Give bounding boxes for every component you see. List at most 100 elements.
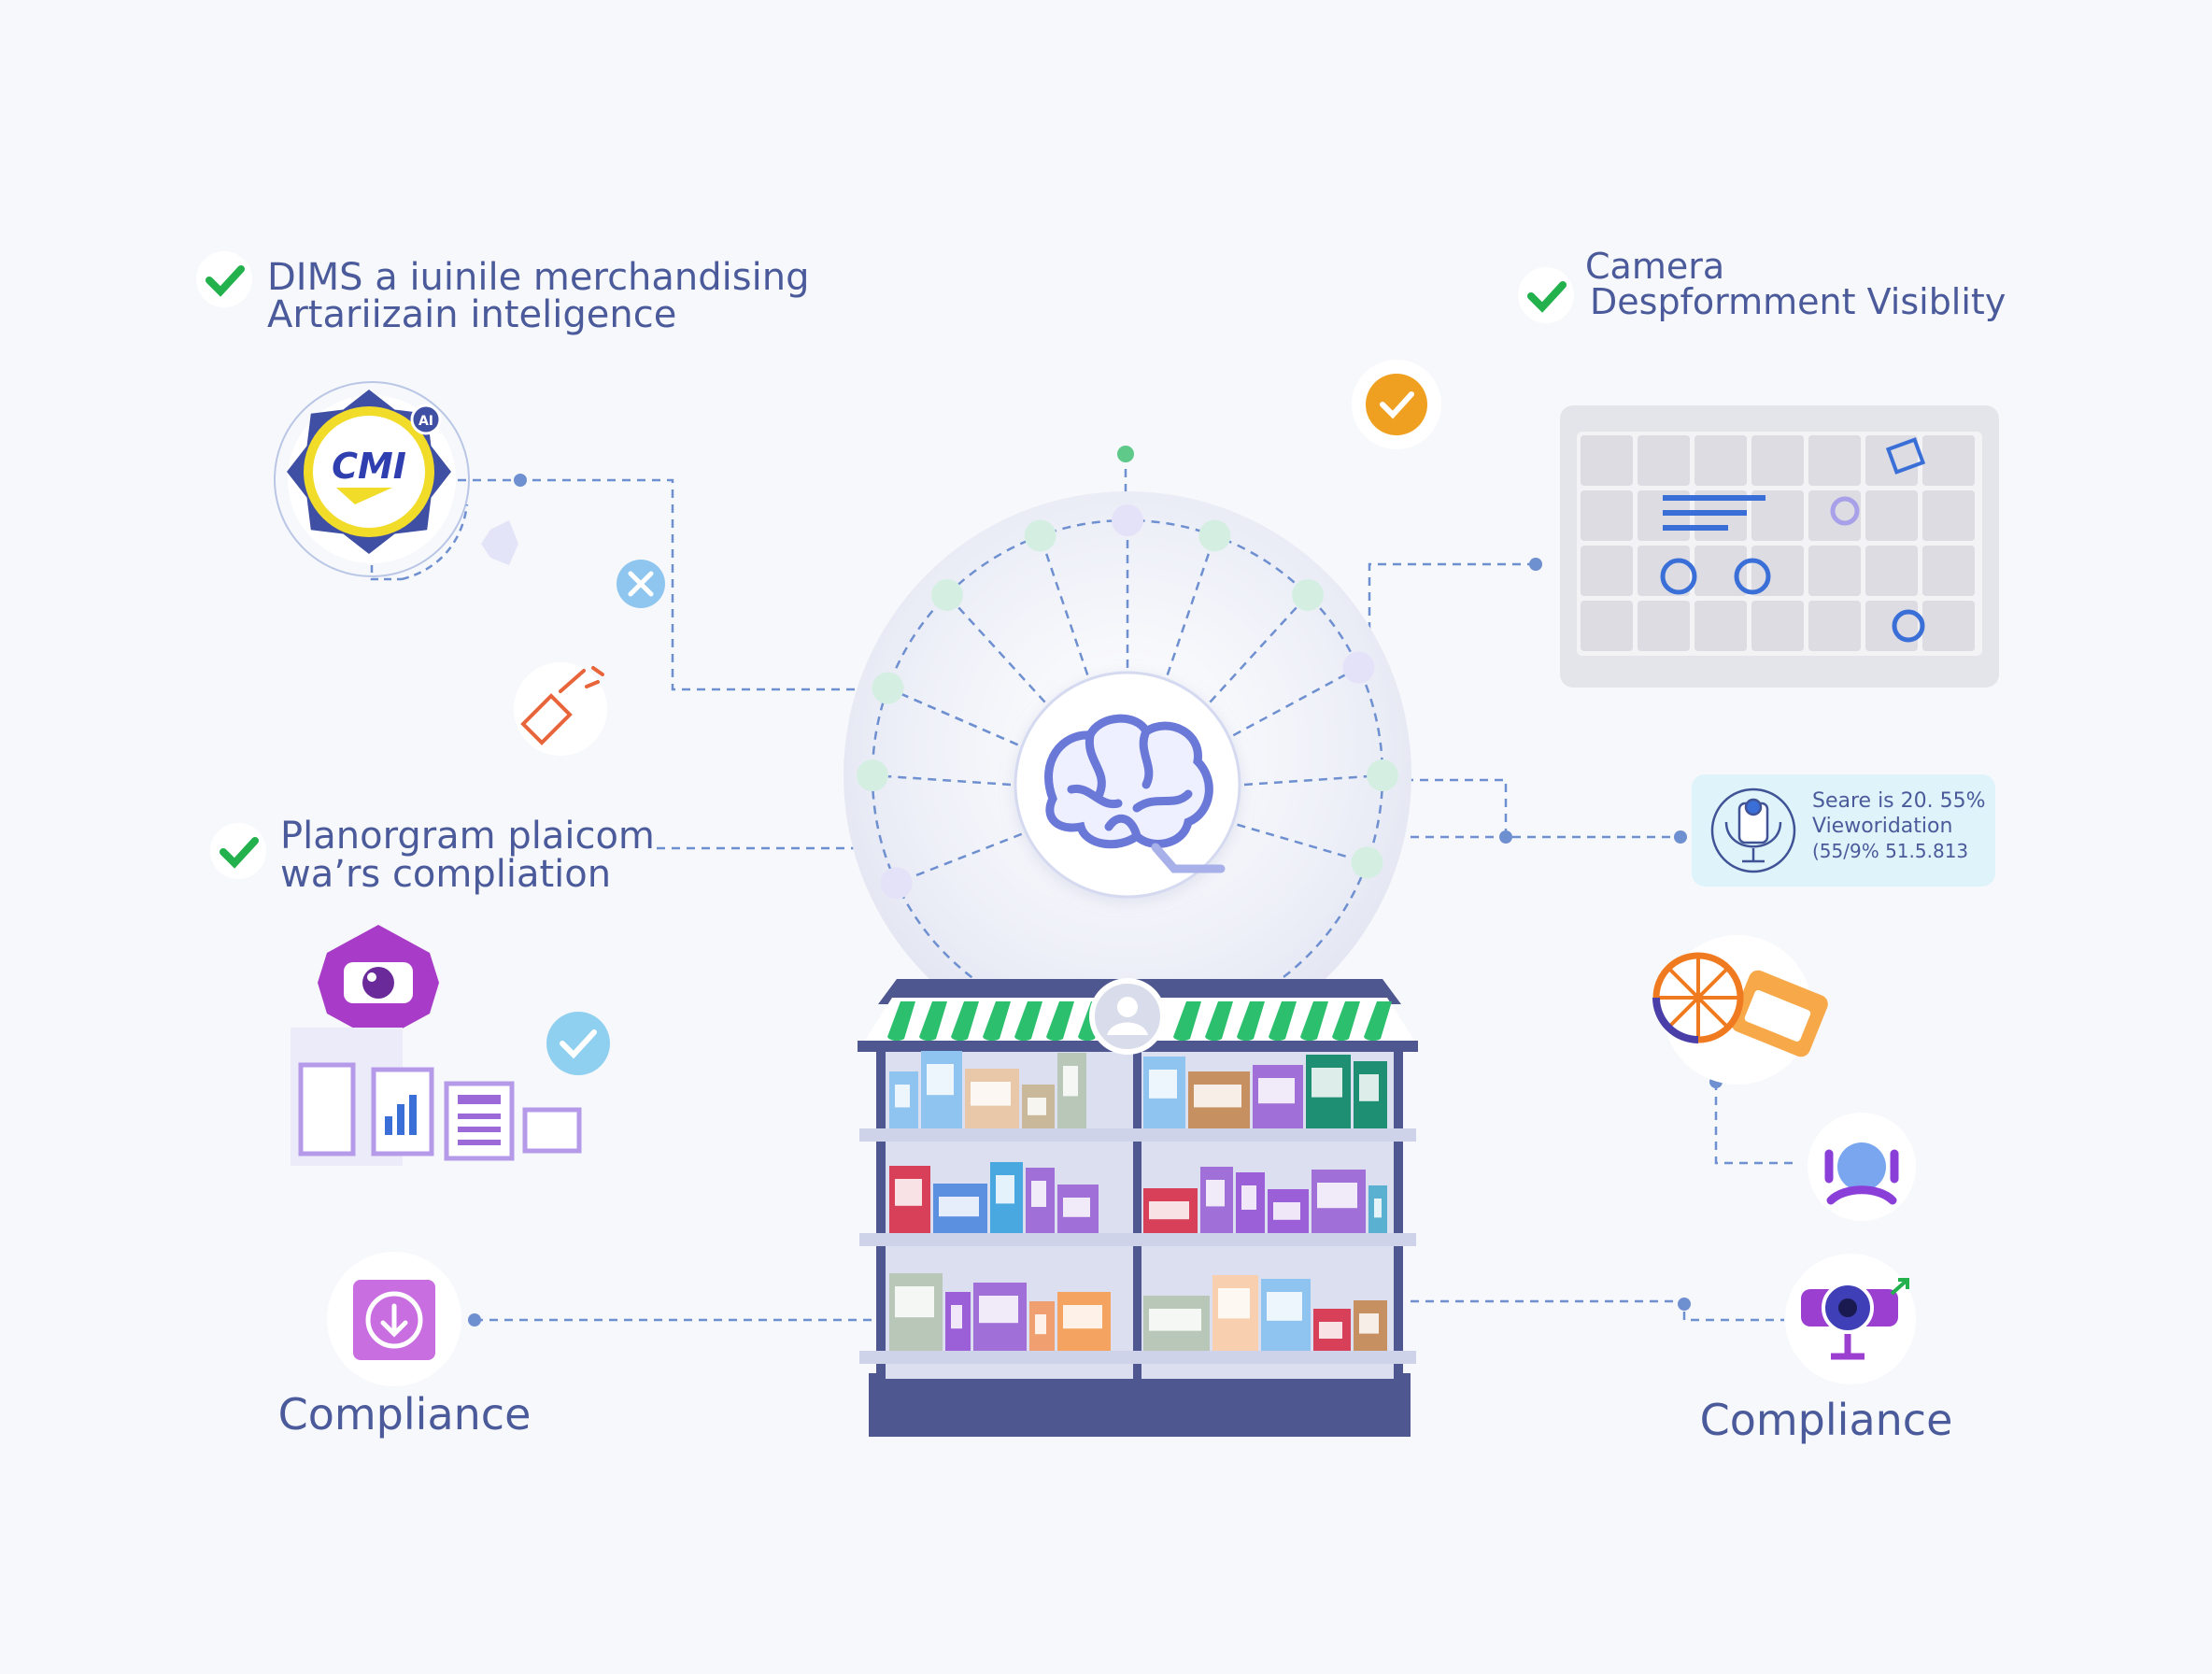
camera-feed-cell	[1922, 490, 1975, 541]
camera-feed-cell	[1751, 435, 1804, 486]
eye-hexagon-icon	[318, 925, 439, 1042]
camera-feed-cell	[1865, 601, 1918, 651]
feature-title-line2: Despformment Visiblity	[1590, 281, 2006, 322]
feature-camera-visibility: Camera Despformment Visiblity	[1518, 246, 2006, 323]
camera-feed-cell	[1751, 490, 1804, 541]
verified-check-icon	[546, 1012, 610, 1075]
awning-stripe	[919, 1001, 947, 1042]
awning-stripe	[1364, 1001, 1392, 1042]
camera-feed-cell	[1751, 601, 1804, 651]
product-label	[1149, 1309, 1201, 1331]
feature-title-line2: wa’rs compliation	[280, 853, 611, 896]
feature-title-line1: Camera	[1585, 246, 1724, 287]
product-label	[971, 1082, 1011, 1106]
data-node-icon	[930, 578, 963, 611]
product-label	[1206, 1180, 1225, 1207]
camera-feed-cell	[1922, 546, 1975, 596]
product-label	[1218, 1288, 1250, 1319]
awning-stripe	[1237, 1001, 1265, 1042]
feature-title-line2: Artariizain inteligence	[267, 293, 676, 336]
product-label	[1319, 1322, 1342, 1339]
camera-feed-cell	[1922, 435, 1975, 486]
info-line1: Seare is 20. 55%	[1812, 789, 1986, 813]
download-icon[interactable]	[353, 1280, 435, 1360]
cmi-logo: CMI AI	[274, 381, 518, 581]
camera-robot-icon	[1710, 787, 1796, 873]
report-documents-icon	[291, 1028, 582, 1166]
awning-stripe	[1014, 1001, 1042, 1042]
product-label	[1063, 1066, 1078, 1097]
product-label	[979, 1296, 1018, 1324]
product-label	[1063, 1198, 1090, 1217]
product-label	[1149, 1070, 1177, 1099]
product-label	[951, 1305, 962, 1329]
camera-feed-cell	[1808, 435, 1861, 486]
spoke-line	[1209, 594, 1309, 703]
product-label	[1149, 1201, 1189, 1220]
data-node-icon	[1367, 759, 1398, 791]
spoke-line	[1243, 773, 1383, 787]
product-label	[1063, 1305, 1102, 1329]
spoke-line	[1237, 823, 1368, 864]
data-node-icon	[1198, 519, 1231, 552]
camera-feed-cell	[1694, 546, 1747, 596]
compliance-right: Compliance	[1700, 1254, 1952, 1445]
data-node-icon	[1342, 651, 1375, 684]
feature-planogram-compliance: Planorgram plaicom wa’rs compliation	[210, 815, 655, 896]
info-line3: (55/9% 51.5.813	[1812, 840, 1968, 862]
camera-feed-cell	[1638, 435, 1690, 486]
spoke-line	[946, 594, 1046, 703]
camera-icon[interactable]	[1801, 1278, 1909, 1360]
visibility-info-card: Seare is 20. 55% Vieworidation (55/9% 51…	[1692, 774, 1995, 887]
awning-stripe	[1300, 1001, 1328, 1042]
store-shelf	[858, 978, 1418, 1437]
feature-title-line1: DIMS a iuinile merchandising	[267, 256, 809, 299]
camera-feed-cell	[1694, 601, 1747, 651]
product-label	[1031, 1181, 1046, 1207]
data-node-icon	[1112, 504, 1143, 536]
awning-stripe	[1173, 1001, 1201, 1042]
spoke-line	[896, 832, 1023, 885]
close-icon[interactable]	[617, 560, 665, 608]
product-label	[895, 1179, 922, 1206]
awning-stripe	[1269, 1001, 1297, 1042]
check-icon	[220, 837, 259, 869]
awning-stripe	[983, 1001, 1011, 1042]
product-label	[939, 1197, 979, 1217]
info-line2: Vieworidation	[1812, 815, 1952, 838]
data-node-icon	[1351, 846, 1383, 879]
camera-feed-cell	[1694, 435, 1747, 486]
product-label	[1035, 1314, 1046, 1335]
product-label	[1267, 1292, 1302, 1321]
product-label	[895, 1286, 934, 1318]
product-label	[1028, 1098, 1046, 1115]
approved-check-icon	[1352, 360, 1441, 449]
awning-stripe	[1046, 1001, 1074, 1042]
edit-sketch-icon	[514, 662, 607, 756]
camera-feed-cell	[1638, 601, 1690, 651]
brain-icon	[1044, 714, 1226, 873]
product-label	[895, 1085, 910, 1108]
ai-badge: AI	[418, 414, 433, 429]
camera-feed-cell	[1808, 601, 1861, 651]
data-node-icon	[872, 672, 904, 704]
feature-title-line1: Planorgram plaicom	[280, 815, 655, 858]
camera-feed-cell	[1581, 601, 1633, 651]
awning-stripe	[887, 1001, 915, 1042]
product-label	[1258, 1078, 1295, 1104]
product-label	[1359, 1074, 1379, 1101]
camera-feed-cell	[1581, 490, 1633, 541]
camera-feed-cell	[1581, 435, 1633, 486]
data-node-icon	[1024, 519, 1056, 552]
person-sensor-icon	[1808, 1113, 1916, 1221]
compliance-left: Compliance	[278, 1252, 531, 1440]
awning-stripe	[1205, 1001, 1233, 1042]
check-icon	[206, 265, 245, 297]
spoke-line	[1166, 535, 1216, 675]
camera-feed-cell	[1581, 546, 1633, 596]
product-label	[1312, 1068, 1342, 1098]
camera-feed-cell	[1922, 601, 1975, 651]
user-avatar-icon	[1089, 978, 1166, 1055]
data-node-icon	[1292, 578, 1325, 611]
product-label	[1374, 1199, 1382, 1218]
